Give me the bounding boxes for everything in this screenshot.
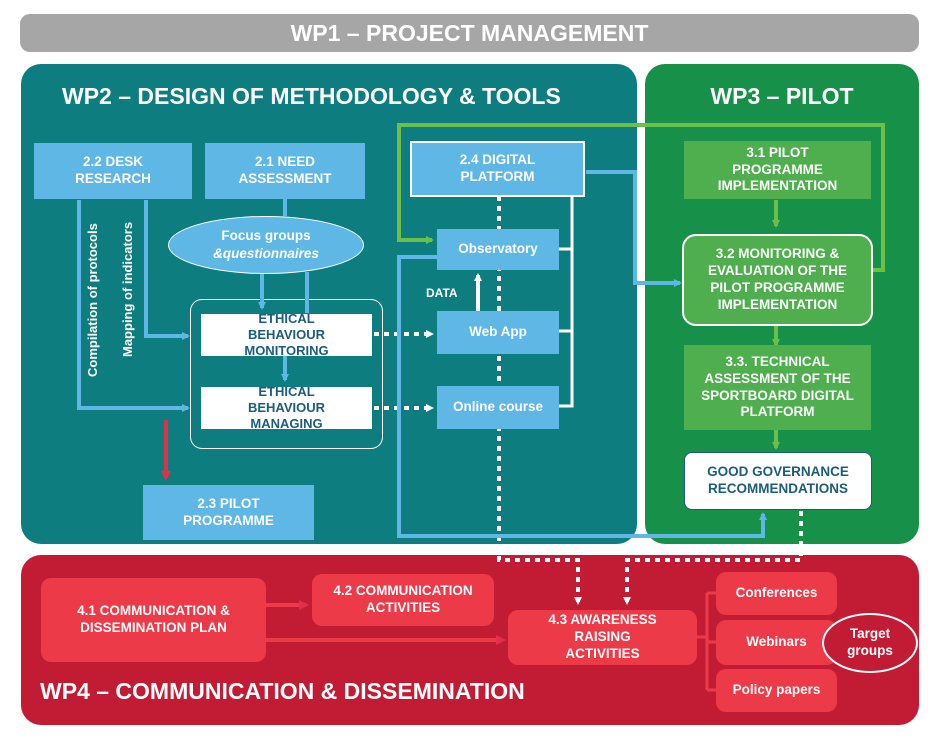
pilot-programme-box: 2.3 PILOT PROGRAMME [143,485,314,540]
focus-groups-label: Focus groups [221,228,311,244]
line-platform-bracket [559,196,574,408]
pilot-implementation-box: 3.1 PILOT PROGRAMME IMPLEMENTATION [684,141,871,199]
compilation-label: Compilation of protocols [85,223,100,377]
monitoring-evaluation-box: 3.2 MONITORING & EVALUATION OF THE PILOT… [682,234,873,326]
data-label: DATA [426,286,458,300]
webinars-box: Webinars [716,620,837,665]
arrow-evaluation-to-observatory [397,123,885,272]
focus-groups-ellipse: Focus groups &questionnaires [168,216,364,274]
arrow-desk-to-managing [77,200,190,412]
awareness-raising-box: 4.3 AWARENESS RAISING ACTIVITIES [508,610,697,665]
ethical-managing-box: ETHICAL BEHAVIOUR MANAGING [201,384,372,431]
wp3-title: WP3 – PILOT [710,83,854,109]
arrow-governance-to-awareness [623,511,803,605]
questionnaires-label: &questionnaires [213,246,319,261]
need-assessment-box: 2.1 NEED ASSESSMENT [205,143,365,199]
comm-plan-box: 4.1 COMMUNICATION & DISSEMINATION PLAN [41,578,266,662]
target-groups-ellipse: Target groups [822,613,918,673]
arrow-platform-to-awareness [497,196,582,605]
desk-research-box: 2.2 DESK RESEARCH [34,143,192,199]
arrow-observatory-to-governance [397,255,767,538]
wp1-banner [20,14,919,52]
good-governance-box: GOOD GOVERNANCE RECOMMENDATIONS [684,452,872,510]
arrow-desk-to-monitoring [144,200,190,340]
mapping-label: Mapping of indicators [120,221,135,357]
ethical-behaviour-container [190,299,383,449]
wp2-title: WP2 – DESIGN OF METHODOLOGY & TOOLS [62,83,561,109]
wp1-title: WP1 – PROJECT MANAGEMENT [290,20,649,46]
digital-platform-box: 2.4 DIGITAL PLATFORM [410,141,585,197]
arrow-platform-to-monitoring-eval [586,170,682,287]
online-course-box: Online course [437,386,559,429]
policy-papers-box: Policy papers [716,669,837,712]
comm-activities-box: 4.2 COMMUNICATION ACTIVITIES [312,574,494,626]
ethical-monitoring-box: ETHICAL BEHAVIOUR MONITORING [201,311,372,358]
technical-assessment-box: 3.3. TECHNICAL ASSESSMENT OF THE SPORTBO… [684,345,871,430]
wp4-title: WP4 – COMMUNICATION & DISSEMINATION [40,678,525,704]
web-app-box: Web App [437,311,559,354]
observatory-box: Observatory [437,229,559,270]
conferences-box: Conferences [716,572,837,615]
